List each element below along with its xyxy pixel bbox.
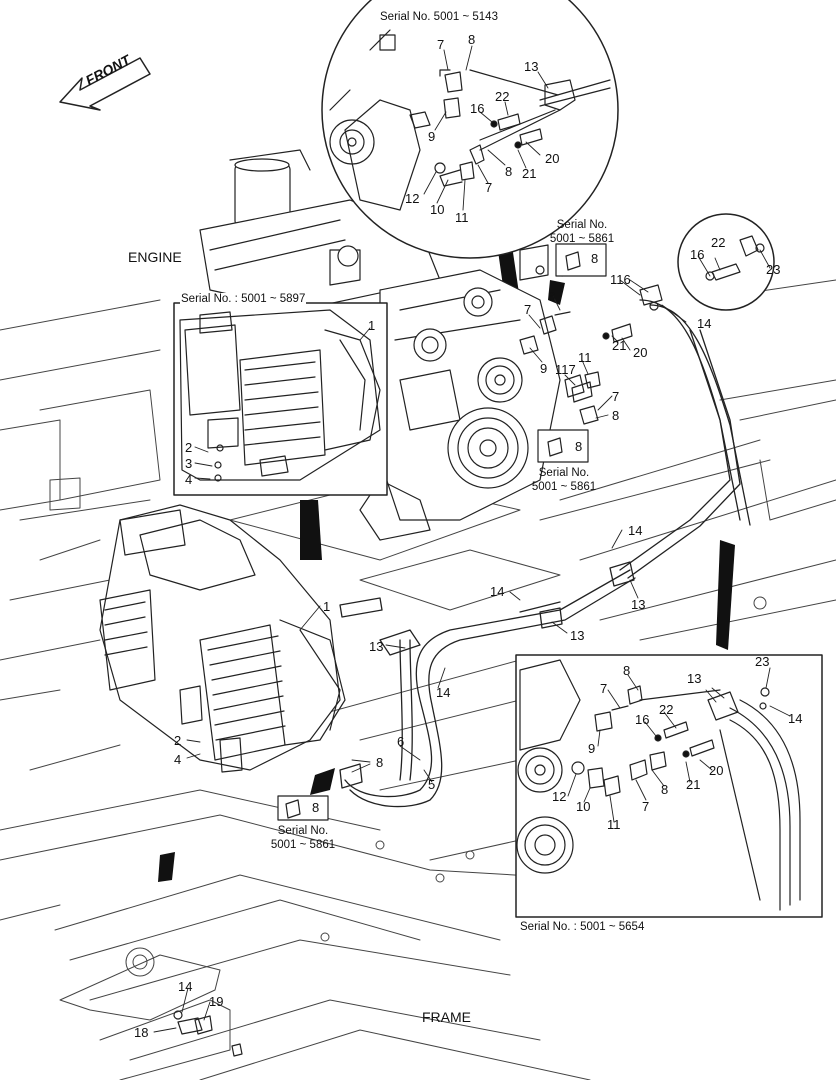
part-number-label: 12 (405, 191, 420, 206)
part-number-label: 14 (436, 685, 451, 700)
top-circle-inset (321, 0, 619, 259)
front-arrow-icon (59, 57, 151, 111)
callout-b-serial-line1: Serial No. (538, 467, 590, 479)
top-circle-serial: Serial No. 5001 ~ 5143 (380, 11, 498, 23)
part-number-label: 16 (690, 247, 705, 262)
part-number-label: 11 (578, 350, 592, 365)
part-number-label: 2 (185, 440, 193, 455)
part-number-label: 21 (686, 777, 701, 792)
callout-a-serial-line1: Serial No. (556, 219, 608, 231)
part-number-label: 23 (766, 262, 781, 277)
part-number-label: 18 (134, 1025, 149, 1040)
part-number-label: 4 (185, 472, 193, 487)
part-number-label: 16 (635, 712, 650, 727)
part-number-label: 1 (323, 599, 331, 614)
part-number-label: 7 (485, 180, 493, 195)
part-number-label: 8 (612, 408, 620, 423)
frame-structure (0, 279, 836, 1080)
serial-callout-boxes (277, 243, 607, 821)
part-number-label: 12 (552, 789, 567, 804)
frame-label: FRAME (422, 1009, 471, 1025)
part-number-label: 14 (697, 316, 712, 331)
part-number-label: 14 (178, 979, 193, 994)
part-number-label: 19 (209, 994, 224, 1009)
callout-b-serial-line2: 5001 ~ 5861 (531, 481, 597, 493)
callout-c-serial-line2: 5001 ~ 5861 (270, 839, 336, 851)
part-number-label: 7 (612, 389, 620, 404)
left-box-inset (173, 302, 388, 496)
hvac-unit-main (99, 504, 346, 773)
callout-c-serial-line1: Serial No. (277, 825, 329, 837)
part-number-label: 14 (788, 711, 803, 726)
part-number-label: 11 (607, 817, 621, 832)
right-box-serial: Serial No. : 5001 ~ 5654 (520, 921, 645, 933)
part-number-label: 13 (631, 597, 646, 612)
right-circle-inset (677, 213, 775, 311)
ac-hoses (339, 299, 751, 808)
part-number-label: 13 (524, 59, 539, 74)
part-number-label: 14 (628, 523, 643, 538)
part-number-label: 14 (490, 584, 505, 599)
part-number-label: 13 (369, 639, 384, 654)
part-number-label: 22 (495, 89, 510, 104)
part-number-label: 7 (642, 799, 650, 814)
part-number-label: 7 (524, 302, 532, 317)
part-number-label: 20 (545, 151, 560, 166)
part-number-label: 8 (591, 251, 599, 266)
part-number-label: 9 (588, 741, 596, 756)
engine-label: ENGINE (128, 249, 182, 265)
part-number-label: 117 (555, 362, 576, 377)
part-number-label: 20 (709, 763, 724, 778)
part-number-label: 13 (570, 628, 585, 643)
part-number-label: 8 (623, 663, 631, 678)
part-number-label: 116 (610, 272, 631, 287)
part-number-label: 16 (470, 101, 485, 116)
bottom-clamp (173, 1010, 243, 1057)
part-number-label: 20 (633, 345, 648, 360)
part-number-label: 9 (540, 361, 548, 376)
right-box-inset (515, 654, 823, 918)
part-number-label: 21 (522, 166, 537, 181)
part-number-label: 8 (575, 439, 583, 454)
part-number-label: 8 (312, 800, 320, 815)
part-number-label: 4 (174, 752, 182, 767)
part-number-label: 13 (687, 671, 702, 686)
part-number-label: 8 (376, 755, 384, 770)
part-number-label: 3 (185, 456, 193, 471)
part-number-label: 22 (711, 235, 726, 250)
part-number-label: 9 (428, 129, 436, 144)
part-number-label: 10 (430, 202, 445, 217)
part-number-label: 11 (455, 210, 469, 225)
part-number-label: 7 (600, 681, 608, 696)
part-number-label: 7 (437, 37, 445, 52)
part-number-label: 8 (505, 164, 513, 179)
left-box-serial: Serial No. : 5001 ~ 5897 (180, 293, 307, 306)
part-number-label: 8 (548, 289, 556, 304)
part-number-label: 6 (397, 734, 405, 749)
part-number-label: 1 (368, 318, 376, 333)
part-number-label: 8 (661, 782, 669, 797)
part-number-label: 2 (174, 733, 182, 748)
part-number-label: 8 (468, 32, 476, 47)
callout-a-serial-line2: 5001 ~ 5861 (549, 233, 615, 245)
part-number-label: 22 (659, 702, 674, 717)
part-number-label: 5 (428, 777, 436, 792)
part-number-label: 21 (612, 338, 627, 353)
part-number-label: 10 (576, 799, 591, 814)
part-number-label: 23 (755, 654, 770, 669)
